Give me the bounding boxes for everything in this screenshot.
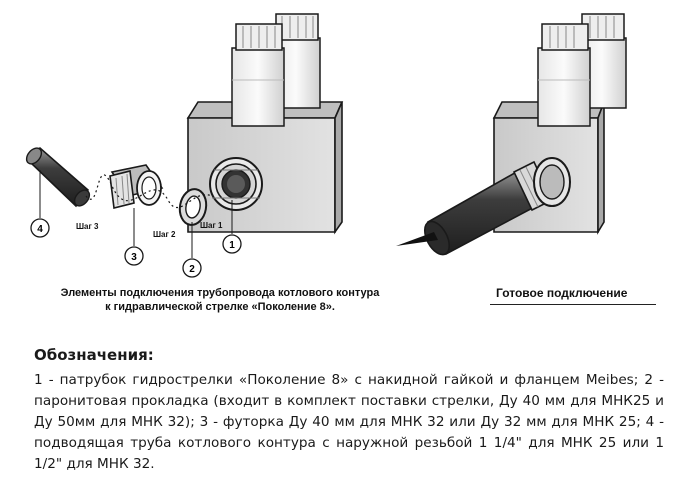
assembled-connection	[396, 157, 571, 256]
step-3-label: Шаг 3	[76, 222, 99, 231]
hydraulic-separator-left	[186, 13, 344, 235]
part-2-gasket	[178, 188, 208, 226]
callout-1: 1	[222, 200, 242, 254]
connection-diagram: Шаг 1 Шаг 2 Шаг 3 1 2 3 4	[25, 13, 627, 278]
step-2-label: Шаг 2	[153, 230, 176, 239]
callout-3: 3	[124, 208, 144, 266]
legend-title: Обозначения:	[34, 346, 154, 364]
separator-column-front	[231, 23, 285, 127]
legend: Обозначения: 1 - патрубок гидрострелки «…	[34, 346, 664, 475]
svg-text:2: 2	[189, 264, 195, 275]
left-caption: Элементы подключения трубопровода котлов…	[30, 286, 410, 314]
right-caption-underline	[490, 304, 656, 305]
separator-column-front-right	[537, 23, 591, 127]
left-caption-line2: к гидравлической стрелке «Поколение 8».	[105, 301, 335, 313]
left-caption-line1: Элементы подключения трубопровода котлов…	[60, 287, 380, 299]
part-1-nozzle	[209, 157, 263, 211]
right-caption: Готовое подключение	[496, 286, 628, 300]
svg-text:3: 3	[131, 252, 137, 263]
svg-text:4: 4	[37, 224, 43, 235]
callout-2: 2	[182, 222, 202, 278]
svg-text:1: 1	[229, 240, 235, 251]
assembly-dashed-path	[85, 174, 213, 208]
part-4-pipe	[25, 146, 91, 208]
legend-text: 1 - патрубок гидрострелки «Поколение 8» …	[34, 372, 664, 472]
part-3-fitting	[109, 164, 164, 209]
step-1-label: Шаг 1	[200, 221, 223, 230]
callout-4: 4	[30, 170, 50, 238]
